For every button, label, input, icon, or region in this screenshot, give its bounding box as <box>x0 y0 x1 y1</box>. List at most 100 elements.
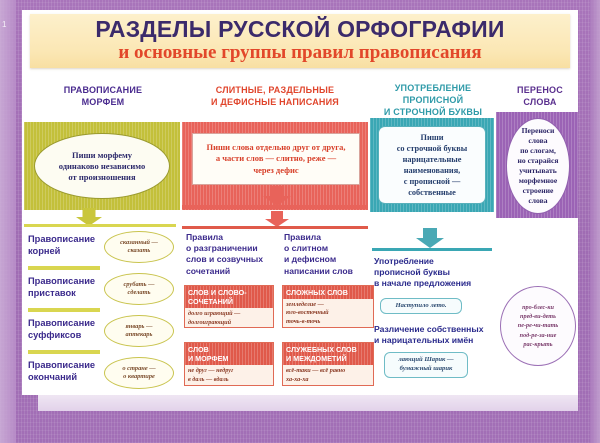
column-header-hyphen-line2: СЛОВА <box>523 97 557 107</box>
together-box-4-body-line2: ха-ха-ха <box>286 375 309 383</box>
together-box-1-body-line1: долго играющий — <box>188 310 241 318</box>
together-right-heading-line4: написании слов <box>284 265 353 276</box>
arrow-down-together-2 <box>262 211 292 227</box>
arrow-down-capitalization <box>414 228 446 248</box>
column-header-capital-line2: ПРОПИСНОЙ <box>402 95 464 105</box>
together-box-1-title: СЛОВ И СЛОВО- СОЧЕТАНИЙ <box>185 286 273 308</box>
morpheme-endings-line1: Правописание <box>28 360 96 370</box>
rule-bubble-together-separate: Пиши слова отдельно друг от друга, а час… <box>192 133 360 185</box>
hyphenation-example-5: рас-крыть <box>523 340 553 348</box>
together-box-3-title: СЛОВ И МОРФЕМ <box>185 343 273 365</box>
corner-page-number: 1 <box>2 20 7 29</box>
together-box-1-title-line1: СЛОВ И СЛОВО- <box>188 288 247 297</box>
rule2-line3: через дефис <box>253 164 299 175</box>
morpheme-roots-example-line2: сказать <box>127 247 151 254</box>
rule-bubble-hyphenation: Переноси слова по слогам, но старайся уч… <box>506 118 570 214</box>
hyphenation-example-4: под-ре-за-ние <box>519 331 557 339</box>
hyphenation-example-2: пред-ви-деть <box>520 313 556 321</box>
together-box-2-body-line3: точь-в-точь <box>286 317 321 325</box>
rule4-line4: но старайся <box>517 156 559 165</box>
capitalization-block2-example-line1: лающий Шарик — <box>398 356 454 364</box>
together-box-4-title: СЛУЖЕБНЫХ СЛОВ И МЕЖДОМЕТИЙ <box>283 343 373 365</box>
frame-left-highlight <box>0 0 16 443</box>
column-header-capital-line3: И СТРОЧНОЙ БУКВЫ <box>383 107 483 117</box>
morpheme-roots-example: сказанный — сказать <box>104 231 174 263</box>
morpheme-item-suffixes-label: Правописание суффиксов <box>28 318 108 341</box>
rule4-line8: слова <box>528 196 548 205</box>
together-box-3-body-line1: не друг — недруг <box>188 367 234 375</box>
morpheme-item-prefixes-label: Правописание приставок <box>28 276 108 299</box>
together-left-heading-line4: сочетаний <box>186 265 231 276</box>
together-box-compound-words: СЛОЖНЫХ СЛОВ земледелие — юго-восточный … <box>282 285 374 328</box>
morpheme-suffixes-example-line2: аптекарь <box>125 331 153 338</box>
together-box-words-morphemes: СЛОВ И МОРФЕМ не друг — недруг в даль — … <box>184 342 274 386</box>
capitalization-block2-heading: Различение собственных и нарицательных и… <box>374 324 498 346</box>
together-box-2-body-line1: земледелие — <box>286 301 324 309</box>
together-box-2-title: СЛОЖНЫХ СЛОВ <box>283 286 373 299</box>
rule4-line3: по слогам, <box>520 146 556 155</box>
column-header-together-line2: И ДЕФИСНЫЕ НАПИСАНИЯ <box>211 97 339 107</box>
morpheme-endings-example-line1: о стране — <box>122 365 156 372</box>
capitalization-block1-heading: Употребление прописной буквы в начале пр… <box>374 256 496 290</box>
rule3-line3: нарицательные <box>402 155 462 164</box>
together-box-4-body: всё-таки — всё равно ха-ха-ха <box>283 365 373 385</box>
morpheme-item-roots-label: Правописание корней <box>28 234 108 257</box>
arrow-down-together <box>262 186 292 206</box>
morpheme-prefixes-example: срубать — сделать <box>104 273 174 305</box>
morpheme-suffixes-example: январь — аптекарь <box>104 315 174 347</box>
rule3-line4: наименования, <box>403 166 461 175</box>
together-left-heading-line1: Правила <box>186 232 224 242</box>
column-header-morphemes: ПРАВОПИСАНИЕ МОРФЕМ <box>28 84 178 108</box>
rule-bubble-capitalization: Пиши со строчной буквы нарицательные наи… <box>378 126 486 204</box>
rule4-line5: учитывать <box>519 166 557 175</box>
divider-morpheme-3 <box>28 350 100 354</box>
divider-capitalization <box>372 248 492 251</box>
rule1-line2: одинаково независимо <box>58 160 146 171</box>
together-box-3-body-line2: в даль — вдаль <box>188 375 229 383</box>
together-box-1-body: долго играющий — долгоиграющий <box>185 308 273 328</box>
rule4-line6: морфемное <box>518 176 558 185</box>
arrow-down-morphemes <box>74 208 104 226</box>
column-header-morphemes-line2: МОРФЕМ <box>81 97 125 107</box>
morpheme-roots-line1: Правописание <box>28 234 96 244</box>
rule3-line1: Пиши <box>420 133 444 142</box>
together-box-3-title-line2: И МОРФЕМ <box>188 354 229 364</box>
together-left-heading: Правила о разграничении слов и созвучных… <box>186 232 274 277</box>
hyphenation-example-1: про-блес-ки <box>522 303 554 311</box>
hyphenation-example-3: пе-ре-чи-тать <box>517 322 559 330</box>
capitalization-block2-example: лающий Шарик — бумажный шарик <box>384 352 468 378</box>
together-box-3-title-line1: СЛОВ <box>188 345 209 354</box>
column-header-hyphenation: ПЕРЕНОС СЛОВА <box>498 84 582 108</box>
morpheme-prefixes-line2: приставок <box>28 287 76 298</box>
frame-right-highlight <box>590 0 600 443</box>
rule4-line1: Переноси <box>521 126 555 135</box>
page-title: РАЗДЕЛЫ РУССКОЙ ОРФОГРАФИИ <box>95 16 505 42</box>
together-right-heading-line1: Правила <box>284 232 322 242</box>
rule4-line2: слова <box>528 136 548 145</box>
together-box-word-combinations: СЛОВ И СЛОВО- СОЧЕТАНИЙ долго играющий —… <box>184 285 274 328</box>
morpheme-endings-example-line2: о квартире <box>123 373 155 380</box>
together-box-2-body: земледелие — юго-восточный точь-в-точь <box>283 299 373 328</box>
together-right-heading: Правила о слитном и дефисном написании с… <box>284 232 368 277</box>
capitalization-block1-line2: прописной буквы <box>374 267 450 278</box>
column-header-capital-line1: УПОТРЕБЛЕНИЕ <box>394 83 472 93</box>
capitalization-block2-line2: и нарицательных имён <box>374 335 474 346</box>
rule3-line5: с прописной — <box>403 177 461 186</box>
title-banner: РАЗДЕЛЫ РУССКОЙ ОРФОГРАФИИ и основные гр… <box>30 14 570 68</box>
morpheme-endings-example: о стране — о квартире <box>104 357 174 389</box>
together-box-function-words: СЛУЖЕБНЫХ СЛОВ И МЕЖДОМЕТИЙ всё-таки — в… <box>282 342 374 386</box>
rule2-line2: а части слов — слитно, реже — <box>215 153 337 164</box>
rule3-line6: собственные <box>408 188 456 197</box>
divider-together <box>182 205 368 209</box>
together-box-1-title-line2: СОЧЕТАНИЙ <box>188 297 234 307</box>
rule1-line1: Пиши морфему <box>71 149 133 160</box>
rule1-line3: от произношения <box>68 171 136 182</box>
capitalization-block1-line1: Употребление <box>374 256 434 266</box>
rule-bubble-morphemes: Пиши морфему одинаково независимо от про… <box>34 133 170 199</box>
together-box-4-title-line2: И МЕЖДОМЕТИЙ <box>286 354 347 364</box>
column-header-capitalization: УПОТРЕБЛЕНИЕ ПРОПИСНОЙ И СТРОЧНОЙ БУКВЫ <box>372 82 494 118</box>
together-left-heading-line2: о разграничении <box>186 243 258 254</box>
morpheme-endings-line2: окончаний <box>28 371 78 382</box>
capitalization-block2-line1: Различение собственных <box>374 324 484 334</box>
